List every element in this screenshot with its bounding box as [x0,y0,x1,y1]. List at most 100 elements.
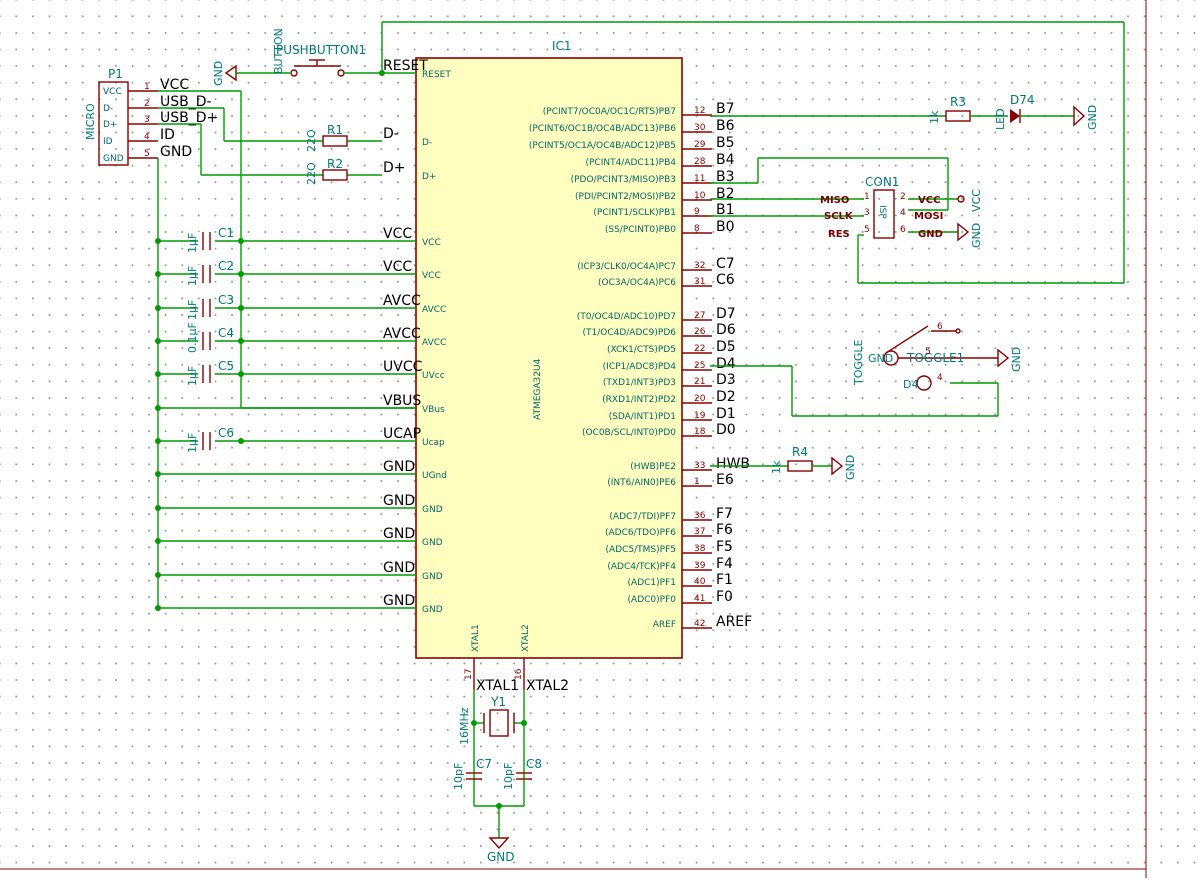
cap-gap-3 [198,332,215,350]
net-right-13: D4 [716,356,736,372]
net-right-15: D2 [716,389,736,405]
ic1[interactable]: IC1 ATMEGA32U4 [415,39,683,659]
pin-name-left-6: AVCC [422,338,446,348]
pin-name-right-0: (PCINT7/OC0A/OC1C/RTS)PB7 [543,107,676,117]
resistor-r4[interactable]: R4 1k GND [710,445,857,480]
cap-gap-1 [198,265,215,283]
net-left-8: VBUS [383,393,421,409]
net-right-20: F7 [716,506,733,522]
pin-num-right-24: 40 [694,577,706,587]
resistor-r1[interactable]: R1 22O [305,123,348,152]
p1-pin-name-4: GND [103,154,124,164]
gnd-label-xtal: GND [487,850,515,864]
pin-name-left-0: RESET [422,70,451,80]
pin-name-right-23: (ADC4/TCK)PF4 [607,562,676,572]
r2-ref: R2 [327,157,343,171]
connector-p1[interactable]: P1 MICRO [84,67,129,166]
r1-ref: R1 [327,123,343,137]
r3-ref: R3 [950,95,966,109]
cap-junction-5 [238,438,244,444]
resistor-r2[interactable]: R2 22O [305,157,348,185]
pin-num-right-23: 39 [694,561,706,571]
pin-num-right-11: 26 [694,327,706,337]
net-right-3: B4 [716,152,735,168]
cap-c7[interactable]: C7 10pF [452,757,492,790]
cap-gap-5 [198,432,215,450]
pin-num-right-22: 38 [694,544,706,554]
pin-name-right-19: (INT6/AIN0)PE6 [607,478,676,488]
cap-ref-2: C3 [218,293,234,307]
pin-num-16: 16 [514,668,524,680]
p1-net-4: GND [160,144,192,160]
net-left-14: GND [383,593,415,609]
pin-num-right-12: 22 [694,344,705,354]
cap-junction-3 [238,338,244,344]
p1-pin-num-4: 5 [144,149,150,159]
cap-junction-0 [238,238,244,244]
cap-value-3: 0.1µF [186,322,199,353]
led-d74[interactable]: R3 1k D74 LED GND [710,93,1099,130]
y1-value: 16MHz [458,707,471,745]
pin-name-left-14: GND [422,605,443,615]
r4-ref: R4 [792,445,808,459]
net-left-5: AVCC [383,293,421,309]
net-right-11: D6 [716,322,736,338]
net-right-10: D7 [716,306,736,322]
toggle-pin4: 4 [937,373,943,383]
pin-name-right-25: (ADC0)PF0 [628,595,677,605]
isp-pin5: 5 [864,225,870,235]
ic1-ref: IC1 [552,39,572,53]
pin-name-left-2: D+ [422,172,436,182]
pin-name-right-14: (TXD1/INT3)PD3 [603,378,676,388]
net-right-17: D0 [716,422,736,438]
pin-name-right-26: AREF [653,620,676,630]
pin-name-right-12: (XCK1/CTS)PD5 [607,345,676,355]
pin-name-xtal2: XTAL2 [521,624,531,652]
isp-vcc: VCC [918,195,940,206]
p1-pin-name-1: D- [103,104,113,114]
toggle-d4: D4 [903,378,918,391]
gnd-label-hwb: GND [844,455,857,480]
p1-value: MICRO [84,103,97,140]
net-left-13: GND [383,560,415,576]
p1-pin-num-2: 3 [144,115,150,125]
p1-net-3: ID [160,127,175,143]
pin-num-right-14: 21 [694,377,705,387]
pin-num-right-15: 20 [694,394,706,404]
pin-name-right-11: (T1/OC4D/ADC9)PD6 [582,328,676,338]
xtal-gnd: GND [474,803,524,864]
ic1-part: ATMEGA32U4 [533,358,543,420]
pin-name-right-20: (ADC7/TDI)PF7 [609,512,676,522]
ic1-body[interactable] [415,57,683,659]
pin-num-right-19: 1 [694,477,700,487]
net-right-1: B6 [716,118,735,134]
cap-value-5: 1µF [186,433,199,453]
pin-num-right-25: 41 [694,594,705,604]
toggle1[interactable]: TOGGLE1 TOGGLE GND D4 6 5 4 GND [710,322,1023,417]
p1-pin-num-0: 1 [144,82,150,92]
net-xtal2: XTAL2 [526,678,569,694]
pin-num-right-1: 30 [694,123,706,133]
net-right-18: HWB [716,456,750,472]
cap-c8[interactable]: C8 10pF [502,757,542,790]
net-right-2: B5 [716,135,735,151]
p1-ref: P1 [108,67,123,81]
pin-name-left-12: GND [422,538,443,548]
net-left-6: AVCC [383,326,421,342]
p1-pin-num-1: 2 [144,99,150,109]
pin-name-right-7: (SS/PCINT0)PB0 [605,225,676,235]
gnd-label-led: GND [1086,105,1099,130]
net-left-7: UVCC [383,359,423,375]
pushbutton1[interactable]: PUSHBUTTON1 BUTTON GND [212,21,1125,284]
isp-con1[interactable]: CON1 ISP MISO SCLK RES VCC MOSI GND 1 3 … [820,175,943,240]
isp-pin6: 6 [900,225,906,235]
crystal-y1[interactable]: Y1 16MHz [458,690,527,806]
p1-net-0: VCC [160,77,189,93]
pin-name-right-10: (T0/OC4D/ADC10)PD7 [577,312,676,322]
isp-res: RES [828,229,850,240]
isp-wires: GND VCC [710,157,983,248]
net-right-19: E6 [716,472,734,488]
